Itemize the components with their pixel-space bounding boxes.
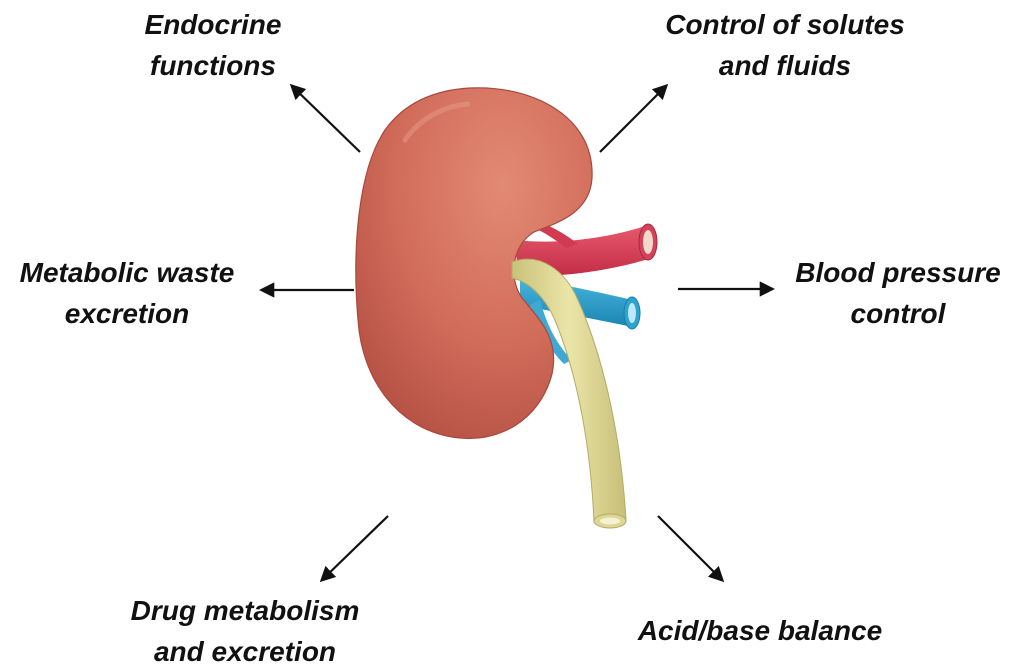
label-line: and fluids	[640, 45, 930, 86]
arrow-drug	[322, 516, 388, 580]
label-drug-metabolism: Drug metabolism and excretion	[100, 590, 390, 670]
label-line: Acid/base balance	[610, 610, 910, 651]
label-line: functions	[128, 45, 298, 86]
label-line: Metabolic waste	[2, 252, 252, 293]
arrow-solutes	[600, 86, 666, 152]
label-line: and excretion	[100, 631, 390, 670]
arrow-endocrine	[292, 86, 360, 152]
label-line: Blood pressure	[780, 252, 1016, 293]
label-line: Control of solutes	[640, 4, 930, 45]
label-line: control	[780, 293, 1016, 334]
label-acid-base-balance: Acid/base balance	[610, 610, 910, 651]
label-blood-pressure: Blood pressure control	[780, 252, 1016, 334]
label-line: excretion	[2, 293, 252, 334]
label-metabolic-waste: Metabolic waste excretion	[2, 252, 252, 334]
arrow-acid-base	[658, 516, 722, 580]
label-control-of-solutes: Control of solutes and fluids	[640, 4, 930, 86]
label-line: Drug metabolism	[100, 590, 390, 631]
label-endocrine-functions: Endocrine functions	[128, 4, 298, 86]
label-line: Endocrine	[128, 4, 298, 45]
